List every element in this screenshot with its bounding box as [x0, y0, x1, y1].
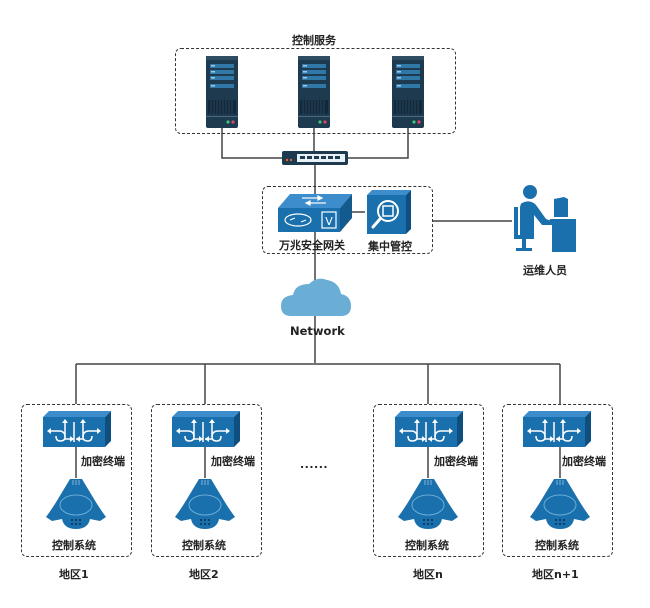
server-icon[interactable] [206, 56, 238, 128]
security-gateway-icon[interactable]: V [278, 194, 352, 234]
control-system-label: 控制系统 [182, 539, 226, 552]
server-icon[interactable] [392, 56, 424, 128]
gateway-label: 万兆安全网关 [279, 239, 345, 252]
region-name: 地区n [413, 568, 443, 581]
control-service-group [175, 48, 456, 134]
region-group [502, 404, 613, 557]
encryption-terminal-label: 加密终端 [81, 455, 125, 468]
control-system-icon[interactable] [173, 477, 237, 531]
region-name: 地区1 [59, 568, 89, 581]
control-system-label: 控制系统 [52, 539, 96, 552]
encryption-terminal-label: 加密终端 [434, 455, 478, 468]
encryption-terminal-icon[interactable] [43, 411, 111, 447]
control-system-icon[interactable] [396, 477, 460, 531]
operator-at-desk-icon[interactable] [512, 185, 576, 253]
encryption-terminal-label: 加密终端 [211, 455, 255, 468]
region-group [373, 404, 484, 557]
encryption-terminal-icon[interactable] [172, 411, 240, 447]
server-icon[interactable] [298, 56, 330, 128]
encryption-terminal-icon[interactable] [523, 411, 591, 447]
control-system-icon[interactable] [44, 477, 108, 531]
wire-server1-switch [221, 127, 284, 159]
operator-label: 运维人员 [523, 264, 567, 277]
wire-server3-switch [346, 127, 409, 159]
region-name: 地区n+1 [532, 568, 579, 581]
svg-text:V: V [325, 215, 333, 228]
control-system-icon[interactable] [528, 477, 592, 531]
region-name: 地区2 [189, 568, 219, 581]
region-group [21, 404, 132, 557]
region-group [151, 404, 262, 557]
network-switch-icon[interactable] [282, 151, 348, 165]
management-label: 集中管控 [368, 240, 412, 253]
gateway-management-group [262, 186, 433, 254]
encryption-terminal-icon[interactable] [395, 411, 463, 447]
encryption-terminal-label: 加密终端 [562, 455, 606, 468]
cloud-icon[interactable] [281, 276, 351, 320]
ellipsis: ...... [300, 458, 329, 471]
magnifier-monitor-icon[interactable] [367, 190, 411, 234]
control-system-label: 控制系统 [405, 539, 449, 552]
control-service-title: 控制服务 [292, 34, 336, 47]
network-label: Network [290, 324, 345, 338]
control-system-label: 控制系统 [535, 539, 579, 552]
